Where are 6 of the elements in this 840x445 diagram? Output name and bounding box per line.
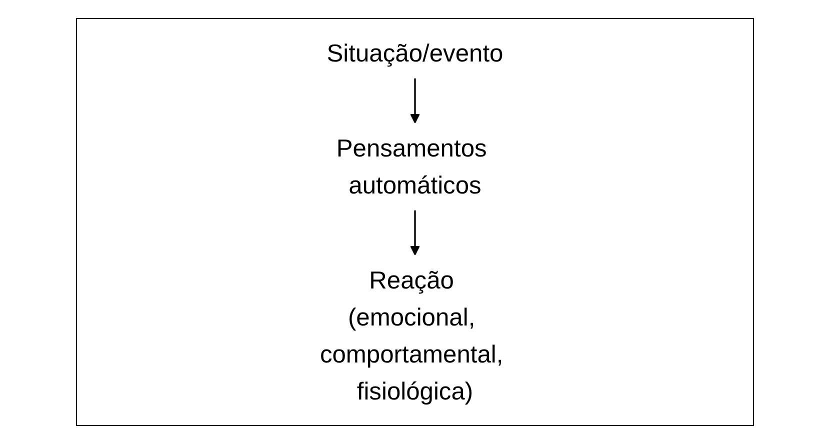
node-text: Pensamentos automáticos [336, 134, 487, 200]
node-text: Situação/evento [326, 39, 504, 68]
arrow [410, 78, 420, 124]
flow-diagram: Situação/evento Pensamentos automáticos Reação (emocional, comportamental, fisiológica) [77, 19, 753, 425]
node-text: Reação (emocional, comportamental, fisiológica) [320, 266, 504, 405]
arrow [410, 210, 420, 256]
